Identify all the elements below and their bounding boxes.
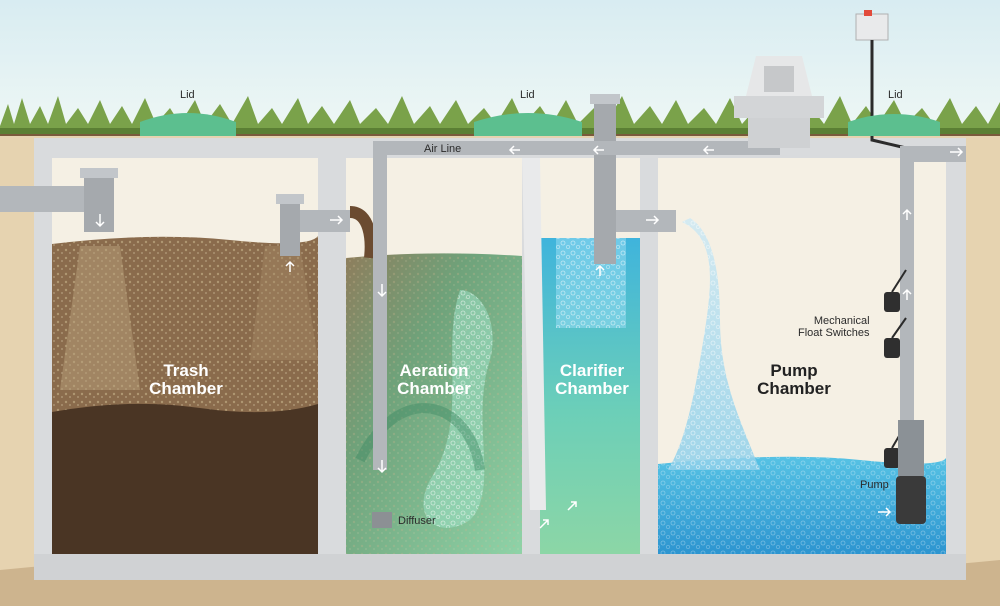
pump-label: Pump: [860, 479, 889, 491]
clarifier-chamber-label: Clarifier Chamber: [542, 362, 642, 398]
aeration-chamber-line2: Chamber: [397, 378, 471, 398]
diffuser-label: Diffuser: [398, 515, 436, 527]
float-switches-label-line1: Mechanical: [813, 315, 870, 327]
float-switches-label: Mechanical Float Switches: [798, 315, 870, 339]
clarifier-chamber-line1: Clarifier: [559, 361, 625, 380]
aeration-chamber-label: Aeration Chamber: [384, 362, 484, 398]
trash-chamber-line1: Trash: [163, 361, 209, 380]
aeration-chamber-line1: Aeration: [399, 361, 469, 380]
trash-chamber-line2: Chamber: [149, 378, 223, 398]
trash-chamber-label: Trash Chamber: [136, 362, 236, 398]
pump-chamber-line2: Chamber: [757, 378, 831, 398]
pump-chamber-line1: Pump: [770, 361, 818, 380]
clarifier-chamber-line2: Chamber: [555, 378, 629, 398]
float-switches-label-line2: Float Switches: [798, 326, 870, 339]
air-line-label: Air Line: [424, 143, 462, 155]
lid-label-3: Lid: [888, 89, 903, 101]
lid-label-2: Lid: [520, 89, 535, 101]
lid-label-1: Lid: [180, 89, 195, 101]
pump-chamber-label: Pump Chamber: [744, 362, 844, 398]
